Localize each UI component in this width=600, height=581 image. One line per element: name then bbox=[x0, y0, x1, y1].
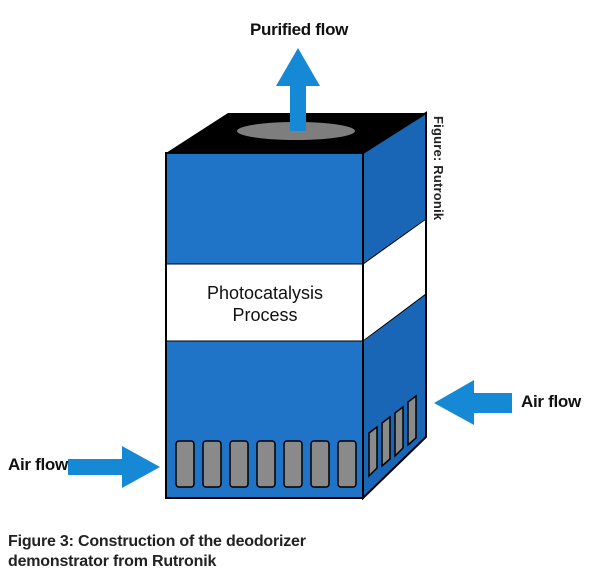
air-flow-left-label: Air flow bbox=[8, 455, 68, 474]
purified-flow-arrow-icon bbox=[276, 48, 320, 131]
vent-slots-side-icon bbox=[368, 394, 417, 478]
process-band-side bbox=[364, 219, 425, 341]
caption-line2: demonstrator from Rutronik bbox=[8, 553, 217, 570]
process-label-line1: Photocatalysis bbox=[206, 283, 324, 303]
figure-caption: Figure 3: Construction of the deodorizer… bbox=[8, 532, 306, 572]
purified-flow-label: Purified flow bbox=[250, 20, 349, 39]
air-flow-right-label: Air flow bbox=[521, 392, 581, 411]
process-label: Photocatalysis Process bbox=[166, 282, 364, 326]
air-flow-left-arrow-icon bbox=[68, 446, 160, 488]
process-band-front bbox=[167, 264, 362, 341]
process-label-line2: Process bbox=[232, 305, 298, 325]
air-flow-right-arrow-icon bbox=[434, 380, 512, 425]
figure-credit: Figure: Rutronik bbox=[431, 116, 446, 221]
vent-slots-front-icon bbox=[175, 440, 357, 488]
caption-line1: Figure 3: Construction of the deodorizer bbox=[8, 533, 306, 550]
